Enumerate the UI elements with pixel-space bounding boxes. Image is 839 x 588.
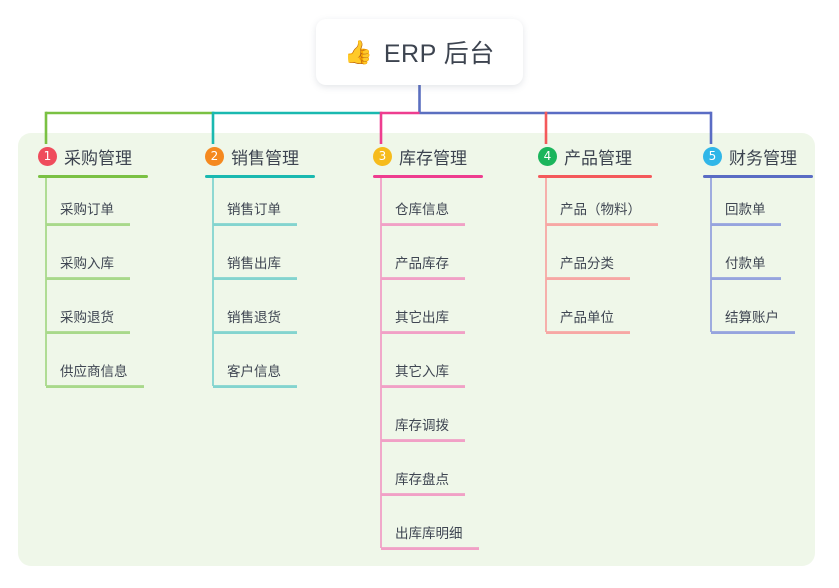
column-header-4[interactable]: 4 产品管理 — [538, 144, 652, 168]
column-3: 3 库存管理仓库信息产品库存其它出库其它入库库存调拨库存盘点出库库明细 — [373, 144, 483, 556]
leaf-node-label: 其它出库 — [395, 310, 449, 325]
leaf-node-label: 产品分类 — [560, 256, 614, 271]
column-index-badge: 1 — [38, 146, 57, 166]
column-2: 2 销售管理销售订单销售出库销售退货客户信息 — [205, 144, 315, 394]
column-title: 产品管理 — [564, 148, 632, 168]
leaf-node[interactable]: 出库库明细 — [373, 502, 483, 556]
column-title: 销售管理 — [231, 148, 299, 168]
leaf-node[interactable]: 采购退货 — [38, 286, 148, 340]
leaf-node-label: 其它入库 — [395, 364, 449, 379]
leaf-node-label: 销售退货 — [227, 310, 281, 325]
leaf-node[interactable]: 采购入库 — [38, 232, 148, 286]
column-title: 库存管理 — [399, 148, 467, 168]
leaf-node-label: 销售出库 — [227, 256, 281, 271]
column-5: 5 财务管理回款单付款单结算账户 — [703, 144, 813, 340]
thumbs-up-icon: 👍 — [344, 38, 373, 65]
column-index-badge: 5 — [703, 146, 722, 166]
leaf-node[interactable]: 仓库信息 — [373, 178, 483, 232]
leaf-node[interactable]: 产品（物料） — [538, 178, 658, 232]
leaf-node-label: 付款单 — [725, 256, 766, 271]
column-index-badge: 2 — [205, 146, 224, 166]
leaf-list: 采购订单采购入库采购退货供应商信息 — [38, 178, 148, 394]
leaf-node[interactable]: 销售退货 — [205, 286, 315, 340]
leaf-underline — [711, 278, 781, 280]
leaf-node-label: 客户信息 — [227, 364, 281, 379]
leaf-node[interactable]: 结算账户 — [703, 286, 813, 340]
column-underline — [373, 175, 483, 178]
leaf-underline — [381, 440, 465, 442]
leaf-list: 仓库信息产品库存其它出库其它入库库存调拨库存盘点出库库明细 — [373, 178, 483, 556]
leaf-node-label: 库存调拨 — [395, 418, 449, 433]
column-header-5[interactable]: 5 财务管理 — [703, 144, 813, 168]
leaf-node[interactable]: 付款单 — [703, 232, 813, 286]
leaf-node-label: 采购入库 — [60, 256, 114, 271]
leaf-underline — [213, 386, 297, 388]
leaf-node-label: 产品（物料） — [560, 202, 641, 217]
leaf-underline — [711, 332, 795, 334]
column-header-1[interactable]: 1 采购管理 — [38, 144, 148, 168]
leaf-list: 回款单付款单结算账户 — [703, 178, 813, 340]
leaf-underline — [381, 548, 479, 550]
leaf-underline — [381, 332, 465, 334]
column-header-2[interactable]: 2 销售管理 — [205, 144, 315, 168]
leaf-node-label: 仓库信息 — [395, 202, 449, 217]
leaf-node[interactable]: 其它出库 — [373, 286, 483, 340]
column-index-badge: 4 — [538, 146, 557, 166]
leaf-node-label: 回款单 — [725, 202, 766, 217]
leaf-underline — [46, 224, 130, 226]
leaf-node[interactable]: 客户信息 — [205, 340, 315, 394]
root-node-title: ERP 后台 — [383, 40, 495, 68]
leaf-underline — [711, 224, 781, 226]
leaf-underline — [213, 278, 297, 280]
leaf-underline — [381, 224, 465, 226]
column-title: 采购管理 — [64, 148, 132, 168]
leaf-underline — [546, 332, 630, 334]
leaf-list: 产品（物料） 产品分类产品单位 — [538, 178, 658, 340]
leaf-underline — [381, 494, 465, 496]
leaf-node[interactable]: 库存调拨 — [373, 394, 483, 448]
column-underline — [205, 175, 315, 178]
leaf-node-label: 销售订单 — [227, 202, 281, 217]
column-underline — [703, 175, 813, 178]
column-title: 财务管理 — [729, 148, 797, 168]
leaf-node-label: 产品单位 — [560, 310, 614, 325]
leaf-underline — [46, 278, 130, 280]
leaf-node[interactable]: 其它入库 — [373, 340, 483, 394]
leaf-node-label: 结算账户 — [725, 310, 779, 325]
leaf-underline — [546, 278, 630, 280]
column-underline — [538, 175, 652, 178]
leaf-underline — [381, 278, 465, 280]
leaf-node-label: 出库库明细 — [395, 526, 463, 541]
leaf-underline — [381, 386, 465, 388]
root-node[interactable]: 👍 ERP 后台 — [316, 19, 523, 85]
leaf-node-label: 库存盘点 — [395, 472, 449, 487]
leaf-node-label: 采购订单 — [60, 202, 114, 217]
leaf-underline — [546, 224, 658, 226]
leaf-node[interactable]: 产品库存 — [373, 232, 483, 286]
leaf-node[interactable]: 产品单位 — [538, 286, 652, 340]
leaf-node[interactable]: 销售出库 — [205, 232, 315, 286]
leaf-list: 销售订单销售出库销售退货客户信息 — [205, 178, 315, 394]
leaf-node-label: 采购退货 — [60, 310, 114, 325]
leaf-node[interactable]: 采购订单 — [38, 178, 148, 232]
leaf-node[interactable]: 库存盘点 — [373, 448, 483, 502]
leaf-node[interactable]: 销售订单 — [205, 178, 315, 232]
column-4: 4 产品管理产品（物料） 产品分类产品单位 — [538, 144, 658, 340]
column-underline — [38, 175, 148, 178]
leaf-underline — [46, 386, 144, 388]
column-1: 1 采购管理采购订单采购入库采购退货供应商信息 — [38, 144, 148, 394]
column-index-badge: 3 — [373, 146, 392, 166]
leaf-node[interactable]: 供应商信息 — [38, 340, 148, 394]
leaf-node[interactable]: 回款单 — [703, 178, 813, 232]
leaf-node-label: 供应商信息 — [60, 364, 128, 379]
leaf-underline — [213, 224, 297, 226]
leaf-node[interactable]: 产品分类 — [538, 232, 652, 286]
leaf-underline — [213, 332, 297, 334]
root-node-content: 👍 ERP 后台 — [344, 34, 495, 70]
leaf-underline — [46, 332, 130, 334]
leaf-node-label: 产品库存 — [395, 256, 449, 271]
column-header-3[interactable]: 3 库存管理 — [373, 144, 483, 168]
